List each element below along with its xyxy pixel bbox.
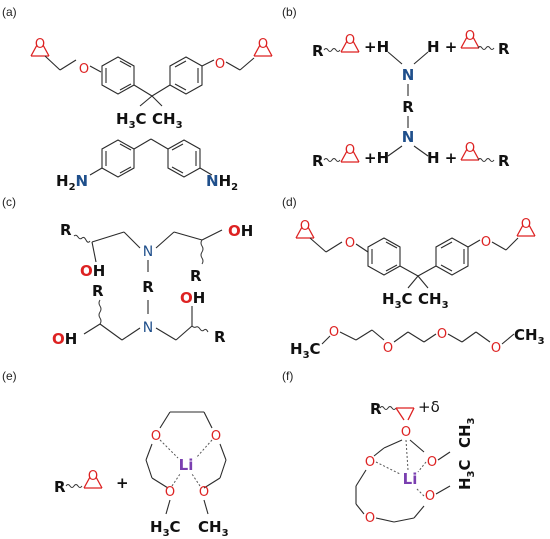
- h-plus-b-tr: H +: [427, 38, 457, 56]
- methyl-d-left: H3C: [382, 290, 413, 311]
- diglyme-oxygen-2: O: [383, 341, 393, 356]
- li-crown-complex-e: O O O O Li: [145, 411, 227, 515]
- diglyme-oxygen-3: O: [437, 327, 447, 342]
- li-crown-complex-f: O O O O Li: [355, 439, 451, 526]
- epoxide-b-br: [460, 140, 480, 161]
- r-group-c-2: R: [190, 267, 202, 285]
- methyl-e-right: CH3: [198, 518, 229, 539]
- methyl-diglyme-right: CH3: [514, 326, 545, 347]
- hydroxyl-c-1: OH: [80, 262, 105, 280]
- panel-label-f: (f): [282, 369, 293, 383]
- panel-label-b: (b): [282, 5, 297, 19]
- crown-oxygen-f-3: O: [425, 489, 435, 504]
- panel-f: (f) R +δ O O O O O Li: [282, 369, 477, 526]
- epoxide-b-tl: [340, 32, 360, 53]
- epoxide-b-tr: [460, 28, 480, 49]
- panel-a: (a) O O: [2, 5, 273, 193]
- nitrogen-b-bottom: N: [402, 128, 415, 146]
- benzene-ring-mda-right: [167, 139, 201, 178]
- plus-h-b-bl: +H: [364, 149, 389, 167]
- panel-label-a: (a): [2, 5, 17, 19]
- panel-label-e: (e): [2, 369, 17, 383]
- epoxide-right: [253, 36, 273, 57]
- r-group-c-4: R: [214, 328, 226, 346]
- panel-c: (c) R OH N OH R R N R OH OH R: [2, 195, 253, 348]
- epoxide-e: [83, 468, 103, 489]
- panel-label-d: (d): [282, 195, 297, 209]
- r-group-b-tr: R: [498, 40, 510, 58]
- diglyme-oxygen-4: O: [491, 341, 501, 356]
- crown-oxygen-e-2: O: [211, 429, 221, 444]
- methyl-f-right: CH3: [456, 417, 477, 448]
- r-linker-c: R: [142, 278, 154, 296]
- r-linker-b: R: [402, 98, 414, 116]
- lithium-f: Li: [403, 470, 418, 488]
- epoxide-b-bl: [340, 142, 360, 163]
- benzene-ring-d-left: [367, 237, 401, 276]
- crown-oxygen-e-1: O: [151, 429, 161, 444]
- amine-left: H2N: [56, 172, 88, 193]
- r-group-c-1: R: [60, 221, 72, 239]
- ether-oxygen-d-right: O: [481, 235, 491, 250]
- h-plus-b-br: H +: [427, 149, 457, 167]
- r-group-e: R: [54, 478, 66, 496]
- benzene-ring-a-left: [101, 56, 135, 95]
- nitrogen-b-top: N: [402, 66, 415, 84]
- epoxide-d-left: [295, 218, 315, 239]
- methyl-right: CH3: [152, 110, 183, 131]
- hydroxyl-c-3: OH: [52, 330, 77, 348]
- delta-f: +δ: [418, 398, 440, 416]
- nitrogen-c-bottom: N: [143, 320, 153, 336]
- nitrogen-c-top: N: [143, 244, 153, 260]
- methyl-left: H3C: [116, 110, 147, 131]
- panel-b: (b) R +H H + R N R N R +H H + R: [282, 5, 510, 170]
- crown-oxygen-f-4: O: [427, 455, 437, 470]
- diglyme-oxygen-1: O: [329, 325, 339, 340]
- r-group-b-bl: R: [312, 152, 324, 170]
- r-group-b-br: R: [498, 152, 510, 170]
- crown-oxygen-f-1: O: [365, 455, 375, 470]
- plus-h-b-tl: +H: [364, 38, 389, 56]
- epoxide-oxygen-f: O: [401, 425, 411, 440]
- ether-oxygen-left: O: [79, 62, 89, 77]
- lithium-e: Li: [179, 456, 194, 474]
- panel-label-c: (c): [2, 195, 16, 209]
- methyl-f-left: H3C: [456, 459, 477, 490]
- r-group-f: R: [370, 400, 382, 418]
- amine-right: NH2: [206, 172, 238, 193]
- epoxide-d-right: [516, 216, 536, 237]
- benzene-ring-mda-left: [101, 139, 135, 178]
- hydroxyl-c-4: OH: [180, 289, 205, 307]
- r-group-b-tl: R: [312, 42, 324, 60]
- r-group-c-3: R: [92, 282, 104, 300]
- panel-d: (d) O O H3C CH3 H3C O: [282, 195, 545, 361]
- plus-e: +: [116, 474, 129, 492]
- methyl-labels-f: H3C CH3: [456, 417, 477, 490]
- benzene-ring-d-right: [435, 237, 469, 276]
- hydroxyl-c-2: OH: [228, 222, 253, 240]
- methyl-e-left: H3C: [150, 518, 181, 539]
- methyl-d-right: CH3: [418, 290, 449, 311]
- methyl-diglyme-left: H3C: [290, 340, 321, 361]
- crown-oxygen-e-4: O: [199, 485, 209, 500]
- crown-oxygen-e-3: O: [165, 485, 175, 500]
- ether-oxygen-d-left: O: [345, 236, 355, 251]
- panel-e: (e) R + O O O O Li H3C: [2, 369, 229, 539]
- crown-oxygen-f-2: O: [365, 511, 375, 526]
- ether-oxygen-right: O: [215, 57, 225, 72]
- benzene-ring-a-right: [169, 56, 203, 95]
- epoxide-left: [30, 36, 50, 57]
